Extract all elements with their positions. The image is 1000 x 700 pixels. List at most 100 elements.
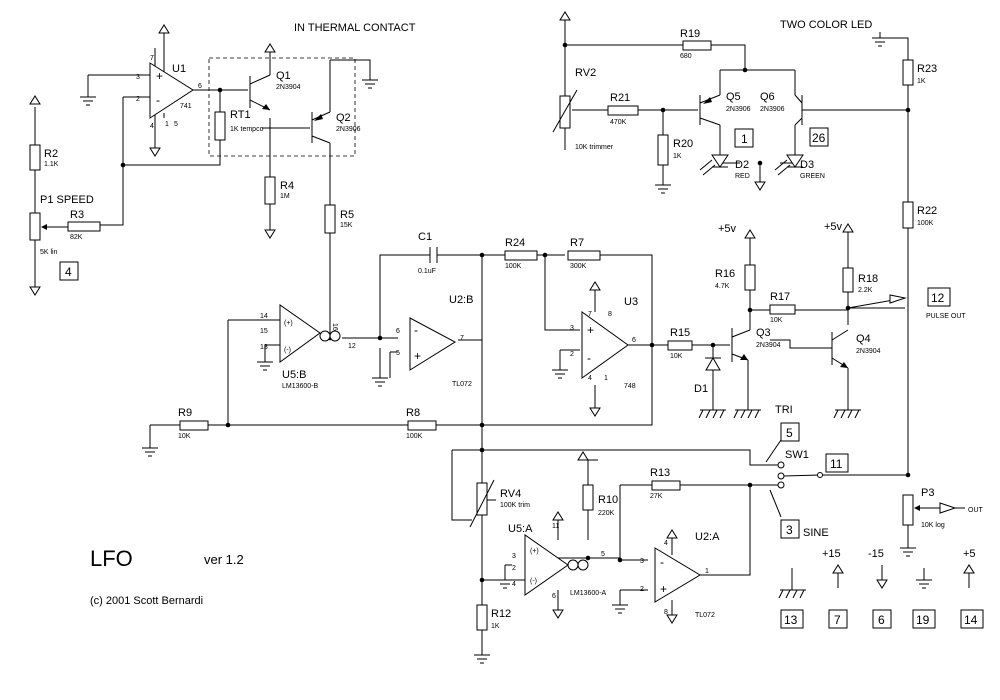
- power-legend: +15 -15 +5: [778, 548, 976, 599]
- svg-text:-: -: [660, 555, 664, 569]
- u2a-pin: 3: [640, 558, 644, 565]
- q2-value: 2N3906: [336, 126, 361, 133]
- r19-value: 680: [680, 53, 692, 60]
- svg-text:(+): (+): [530, 548, 539, 555]
- q6-value: 2N3906: [760, 106, 785, 113]
- resistor-r15: R15 10K: [667, 327, 693, 360]
- diagram-title: LFO: [90, 546, 133, 571]
- tri-label: TRI: [775, 404, 793, 416]
- svg-text:+: +: [414, 349, 421, 363]
- resistor-r5: R5 15K: [324, 204, 354, 234]
- plus5-label: +5: [963, 548, 976, 560]
- svg-text:19: 19: [916, 613, 930, 627]
- r15-value: 10K: [670, 353, 683, 360]
- version-label: ver 1.2: [204, 552, 244, 567]
- terminal-5: 5: [780, 422, 800, 442]
- resistor-r17: R17 10K: [769, 291, 796, 324]
- resistor-r22: R22 100K: [902, 201, 937, 229]
- resistor-r3: R3 82K: [47, 209, 101, 241]
- r8-value: 100K: [406, 433, 423, 440]
- out-label: OUT: [968, 507, 984, 514]
- signal-ground-symbol: [916, 568, 932, 589]
- u2a-pin: 1: [705, 568, 709, 575]
- u1-pin: 6: [198, 83, 202, 90]
- r17-ref: R17: [770, 291, 790, 303]
- u3-pin: 4: [588, 375, 592, 382]
- svg-text:7: 7: [834, 613, 841, 627]
- q6-ref: Q6: [760, 91, 775, 103]
- r4-value: 1M: [280, 193, 290, 200]
- r10-ref: R10: [598, 494, 618, 506]
- ota-u5b: (+) (-) 14 15 13 16 12 U5:B LM13600-B: [260, 304, 356, 390]
- copyright-label: (c) 2001 Scott Bernardi: [90, 595, 203, 607]
- r22-ref: R22: [917, 205, 937, 217]
- svg-text:13: 13: [784, 613, 798, 627]
- rv4-ref: RV4: [500, 488, 521, 500]
- plus15-label: +15: [822, 548, 841, 560]
- u3-pin: 8: [608, 311, 612, 318]
- r9-ref: R9: [178, 407, 192, 419]
- svg-text:-: -: [156, 93, 160, 107]
- u3-pin: 6: [632, 337, 636, 344]
- q1-ref: Q1: [276, 70, 291, 82]
- svg-text:11: 11: [830, 457, 843, 471]
- u5a-pin: 4: [512, 581, 516, 588]
- svg-text:+: +: [660, 582, 667, 596]
- u3-pin: 7: [588, 311, 592, 318]
- u2b-pin: 5: [396, 350, 400, 357]
- q1-value: 2N3904: [276, 84, 301, 91]
- r12-ref: R12: [491, 608, 511, 620]
- transistor-q6: Q6 2N3906: [760, 91, 803, 126]
- u1-ref: U1: [172, 63, 186, 75]
- p3-value: 10K log: [921, 522, 945, 529]
- c1-value: 0.1uF: [418, 268, 436, 275]
- q3-ref: Q3: [756, 327, 771, 339]
- svg-text:-: -: [587, 351, 591, 365]
- svg-text:1: 1: [741, 132, 748, 146]
- r18-ref: R18: [858, 273, 878, 285]
- r2-ref: R2: [44, 148, 58, 160]
- r4-ref: R4: [280, 180, 294, 192]
- u2b-ref: U2:B: [449, 294, 473, 306]
- r10-value: 220K: [598, 510, 615, 517]
- u1-value: 741: [180, 103, 192, 110]
- r13-ref: R13: [650, 467, 670, 479]
- svg-text:5: 5: [786, 426, 793, 440]
- svg-text:12: 12: [931, 291, 945, 305]
- p1-speed-label: P1 SPEED: [40, 194, 94, 206]
- terminal-7: 7: [828, 609, 848, 629]
- resistor-r2: R2 1.1K: [29, 144, 59, 171]
- r21-value: 470K: [610, 119, 627, 126]
- q3-value: 2N3904: [756, 342, 781, 349]
- potentiometer-p3: P3 10K log: [902, 487, 945, 529]
- u2a-ref: U2:A: [695, 531, 720, 543]
- u5a-pin: 11: [552, 523, 559, 530]
- pulse-out-label: PULSE OUT: [926, 313, 966, 320]
- q5-ref: Q5: [726, 91, 741, 103]
- u3-value: 748: [624, 383, 636, 390]
- u5a-pin: 2: [512, 565, 516, 572]
- u5a-pin: 5: [601, 551, 605, 558]
- u2a-pin: 4: [664, 540, 668, 547]
- transistor-q3: Q3 2N3904: [731, 327, 781, 362]
- p1-value: 5K lin: [40, 249, 58, 256]
- terminal-14: 14: [960, 609, 984, 629]
- r3-ref: R3: [70, 209, 84, 221]
- u1-pin: 2: [136, 96, 140, 103]
- minus15-label: -15: [868, 548, 884, 560]
- r24-ref: R24: [505, 237, 525, 249]
- svg-text:-: -: [414, 323, 418, 337]
- transistor-q1: Q1 2N3904: [249, 70, 301, 111]
- u5b-pin: 13: [260, 344, 268, 351]
- thermal-contact-box: [208, 57, 356, 157]
- transistor-q2: Q2 2N3906: [311, 111, 361, 144]
- u2b-pin: 7: [460, 335, 464, 342]
- u1-pin: 5: [174, 121, 178, 128]
- u1-pin: 7: [150, 55, 154, 62]
- r19-ref: R19: [680, 28, 700, 40]
- plus5-supply-q4: +5v: [824, 221, 854, 233]
- u5a-ref: U5:A: [508, 523, 533, 535]
- r23-value: 1K: [917, 78, 926, 85]
- r20-value: 1K: [673, 153, 682, 160]
